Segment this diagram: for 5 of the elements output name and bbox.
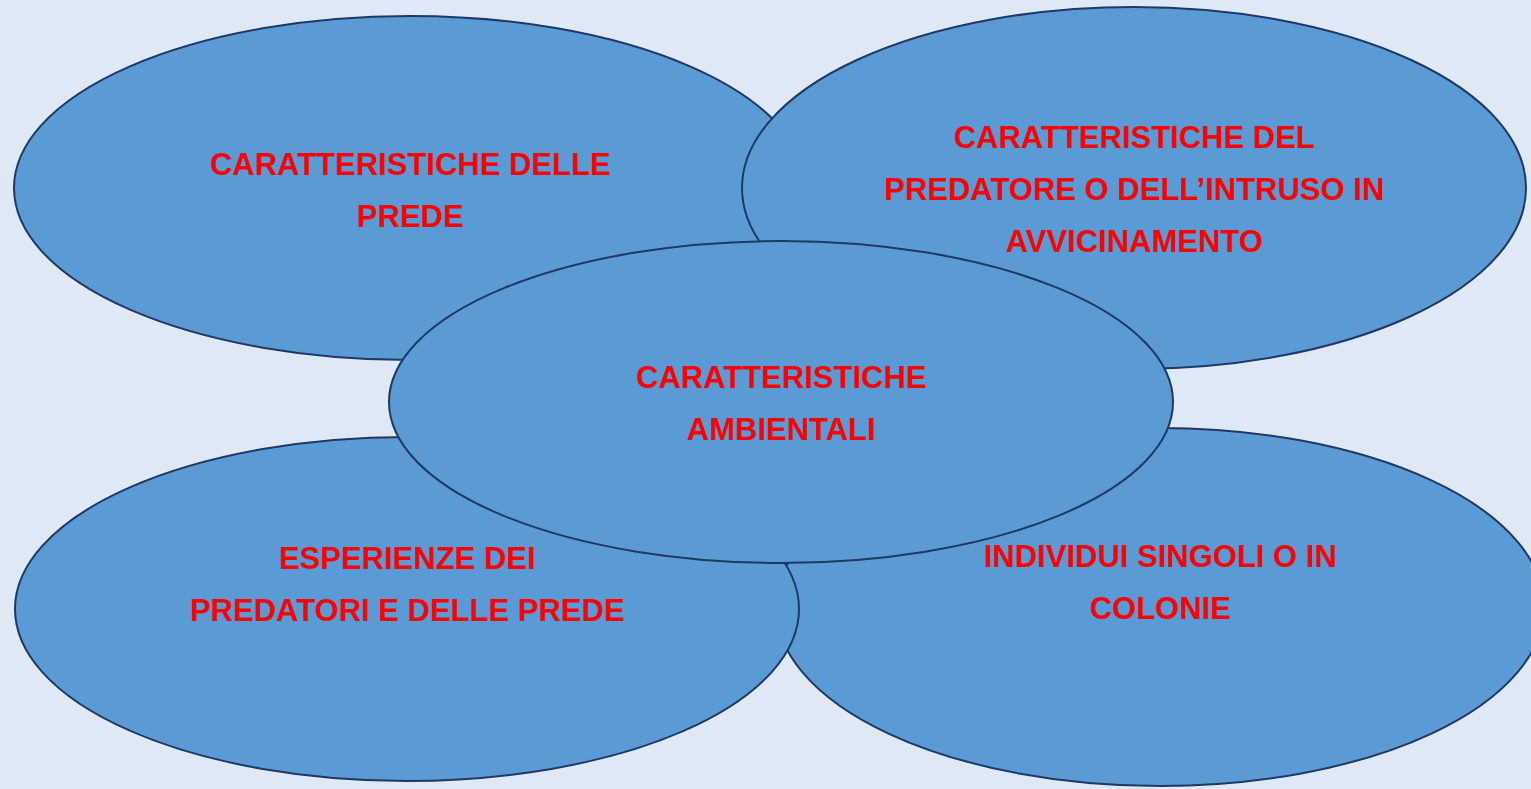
ellipse-label: CARATTERISTICHE AMBIENTALI bbox=[634, 359, 928, 449]
ellipse-label: CARATTERISTICHE DEL PREDATORE O DELL’INTRUSO IN AVVICINAMENTO bbox=[882, 119, 1386, 261]
ellipse-label: ESPERIENZE DEI PREDATORI E DELLE PREDE bbox=[188, 540, 626, 630]
ellipse-label: INDIVIDUI SINGOLI O IN COLONIE bbox=[982, 538, 1338, 628]
ellipse-label: CARATTERISTICHE DELLE PREDE bbox=[208, 146, 612, 236]
